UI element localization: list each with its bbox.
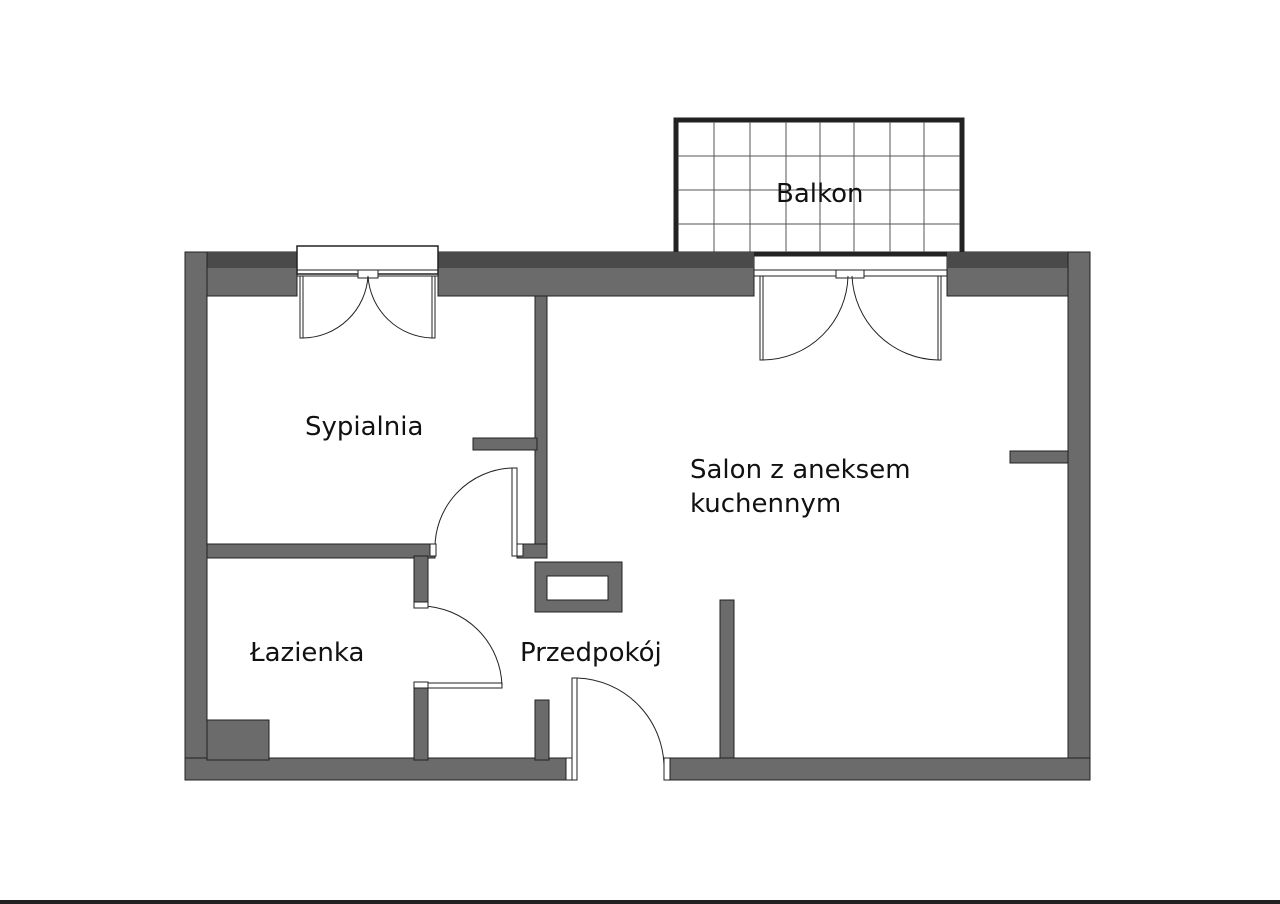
- top-wall: [184, 251, 1091, 297]
- entrance-door: [565, 677, 671, 781]
- hallway-label: Przedpokój: [520, 638, 662, 668]
- bedroom-window-swing: [299, 275, 436, 339]
- bedroom-label: Sypialnia: [305, 412, 424, 442]
- balcony-door-swing: [759, 275, 942, 361]
- balcony: [673, 117, 965, 257]
- exterior-walls: [184, 251, 1091, 781]
- doors: [299, 275, 942, 781]
- balcony-tiles: [678, 122, 960, 252]
- interior-walls: [206, 295, 1069, 761]
- living-room-label-line1: Salon z aneksem: [690, 455, 911, 485]
- living-room-label-line2: kuchennym: [690, 489, 842, 519]
- bathroom-door: [413, 601, 503, 689]
- bedroom-window: [296, 245, 439, 279]
- balcony-label: Balkon: [776, 179, 864, 209]
- bathroom-label: Łazienka: [250, 638, 365, 668]
- page-bottom-border: [0, 900, 1280, 904]
- balcony-door-frame: [754, 269, 947, 279]
- bedroom-door: [429, 467, 524, 557]
